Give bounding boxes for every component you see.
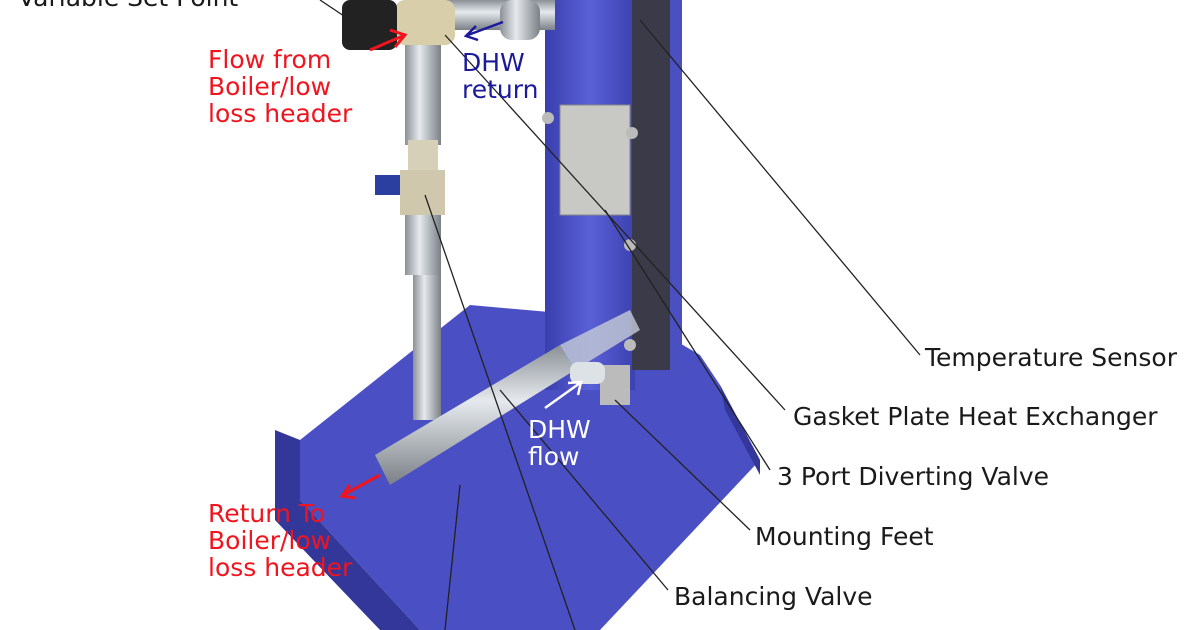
actuator <box>342 0 397 50</box>
balancing-valve <box>400 170 445 215</box>
blue-arrow-icon <box>467 20 504 37</box>
label-line: DHW <box>528 415 591 444</box>
label-gasket-plate-heat-exchanger: Gasket Plate Heat Exchanger <box>793 402 1158 431</box>
flow-arrows <box>339 20 583 500</box>
label-line: return <box>462 75 539 104</box>
label-flow-from-boiler: Flow from Boiler/low loss header <box>208 46 352 127</box>
pipework <box>342 0 640 485</box>
label-balancing-valve: Balancing Valve <box>674 582 873 611</box>
label-return-to-boiler: Return To Boiler/low loss header <box>208 500 352 581</box>
label-mounting-feet: Mounting Feet <box>755 522 934 551</box>
label-line: DHW <box>462 48 525 77</box>
label-temperature-sensor: Temperature Sensor <box>925 343 1178 372</box>
label-3-port-diverting-valve: 3 Port Diverting Valve <box>777 462 1050 491</box>
label-line: flow <box>528 442 580 471</box>
label-line: Boiler/low <box>208 72 332 101</box>
label-dhw-return: DHW return <box>462 49 538 103</box>
white-arrow-icon <box>544 381 581 410</box>
label-line: Return To <box>208 499 326 528</box>
red-arrow-icon <box>369 33 406 52</box>
three-port-valve <box>395 0 455 45</box>
label-line: loss header <box>208 99 353 128</box>
label-dhw-flow: DHW flow <box>528 416 591 470</box>
label-line: loss header <box>208 553 353 582</box>
nameplate <box>559 104 631 216</box>
red-arrow-icon <box>342 473 381 497</box>
label-variable-set-point: Variable Set Point <box>18 0 238 11</box>
label-line: Flow from <box>208 45 332 74</box>
label-line: Boiler/low <box>208 526 332 555</box>
leader-lines <box>319 0 921 630</box>
